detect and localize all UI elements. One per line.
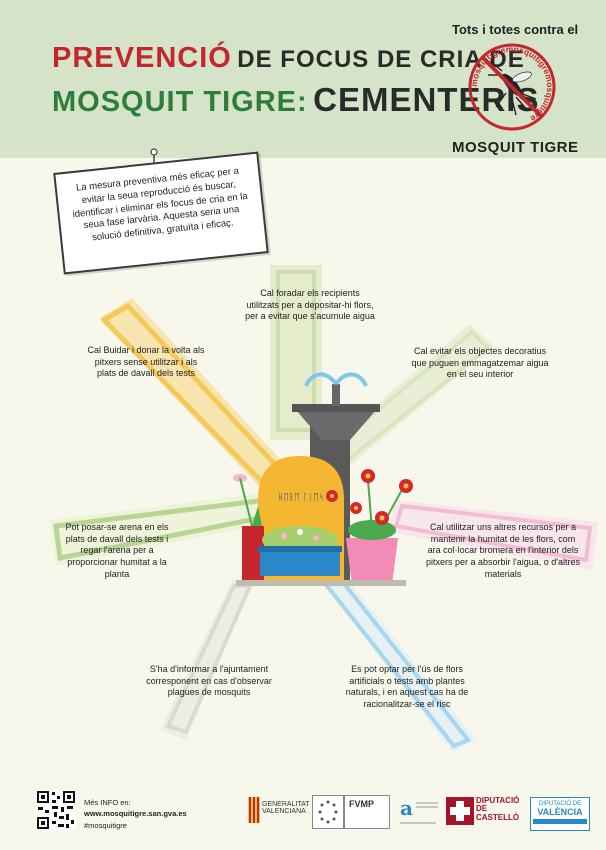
sponsor-fvmp: FVMP [349,799,375,809]
tip-inform-council: S'ha d'informar a l'ajuntament correspon… [146,664,272,698]
svg-text:a: a [400,796,413,820]
sponsor-castello-line2: DE [476,804,488,814]
sponsor-valencia-bar [533,819,587,824]
tip-artificial-flowers: Es pot optar per l'ús de flors artificia… [345,664,469,710]
sponsor-castello-line1: DIPUTACIÓ [476,796,520,805]
mosquito-prohibited-icon: mosquitigremosquitigremosquitigre [468,43,556,131]
sponsor-castello-line3: CASTELLÓ [476,812,520,822]
hashtag: #mosquitigre [84,820,127,830]
footer: Més INFO en: www.mosquitigre.san.gva.es … [0,775,606,850]
sponsor-valencia-line2: VALÈNCIA [537,807,583,817]
sponsor-castello: DIPUTACIÓ DE CASTELLÓ [476,796,520,822]
gva-emblem-icon [248,797,260,823]
flower-pot-left [233,474,264,582]
planter-blue [258,526,342,576]
sponsor-a-logo-icon: a [400,796,438,824]
sponsor-fvmp-logo: FVMP [344,795,390,829]
tip-drill-containers: Cal foradar els recipients utilitzats pe… [245,288,375,322]
sponsor-gva: GENERALITAT VALENCIANA [262,801,310,816]
eu-stars-icon [318,800,338,824]
website-link[interactable]: www.mosquitigre.san.gva.es [84,809,187,819]
title-prevencio: PREVENCIÓ [52,42,232,74]
castello-emblem-icon [446,797,474,825]
tip-foam-humidity: Cal utilitzar uns altres recursos per a … [425,522,580,579]
more-info: Més INFO en: www.mosquitigre.san.gva.es … [84,797,187,831]
more-info-label: Més INFO en: [84,798,131,807]
campaign-logo: Tots i totes contra el mosquitigremosqui… [452,22,579,156]
sponsor-valencia-line1: DIPUTACIÓ DE [538,801,582,807]
tip-empty-vases: Cal Buidar i donar la volta als pitxers … [87,345,205,379]
page-title: PREVENCIÓ DE FOCUS DE CRIA DE MOSQUIT TI… [52,44,539,117]
title-mosquit: MOSQUIT TIGRE: [52,86,308,118]
sponsor-gva-line1: GENERALITAT [262,801,310,808]
campaign-top-text: Tots i totes contra el [452,22,579,37]
tip-decorative-objects: Cal evitar els objectes decoratius que p… [411,346,549,380]
sponsor-valencia: DIPUTACIÓ DE VALÈNCIA [530,797,590,831]
sponsor-gva-line2: VALENCIANA [262,808,306,816]
tip-sand-plates: Pot posar-se arena en els plats de daval… [65,522,169,579]
sponsor-eu-logo [312,795,344,829]
tombstone-text: ᚺᛖᚱᛖ ᛚᛁᛖᛋ [278,492,324,503]
qr-code-icon[interactable] [36,790,76,830]
flower-pot-pink [326,469,413,584]
campaign-bottom-text: MOSQUIT TIGRE [452,139,579,156]
